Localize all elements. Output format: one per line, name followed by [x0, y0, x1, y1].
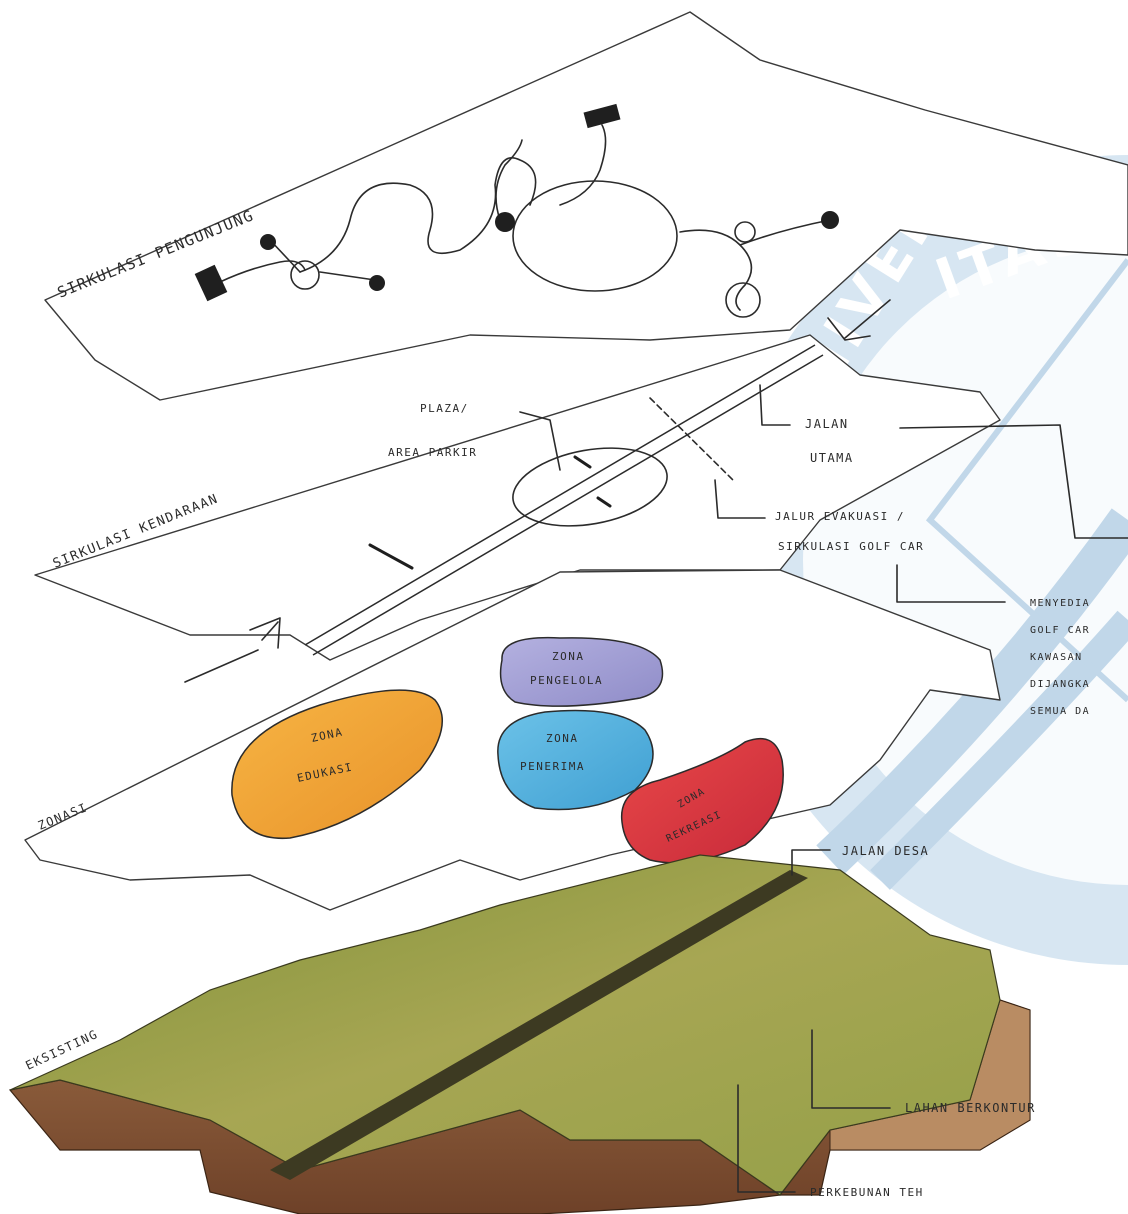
- label-lahan-berkontur: LAHAN BERKONTUR: [905, 1101, 1036, 1115]
- label-plaza-line1: PLAZA/: [420, 402, 469, 415]
- label-menyedia-line1: MENYEDIA: [1030, 598, 1090, 609]
- label-menyedia-line4: DIJANGKA: [1030, 679, 1090, 690]
- node-point: [369, 275, 385, 291]
- label-jalur-line1: JALUR EVAKUASI /: [775, 510, 905, 523]
- zona-pengelola-line2: PENGELOLA: [530, 674, 603, 687]
- label-menyedia-line5: SEMUA DA: [1030, 706, 1090, 717]
- node-point: [495, 212, 515, 232]
- zona-pengelola: [501, 638, 663, 706]
- layer-eksisting: EKSISTING JALAN DESA LAHAN BERKONTUR PER…: [10, 844, 1036, 1214]
- label-jalan-utama-line1: JALAN: [805, 417, 849, 431]
- zona-pengelola-line1: ZONA: [552, 650, 585, 663]
- node-point: [821, 211, 839, 229]
- node-point: [260, 234, 276, 250]
- label-menyedia-line3: KAWASAN: [1030, 652, 1083, 663]
- zona-penerima-line2: PENERIMA: [520, 760, 585, 773]
- label-menyedia-line2: GOLF CAR: [1030, 625, 1090, 636]
- label-plaza-line2: AREA PARKIR: [388, 446, 477, 459]
- zona-penerima-line1: ZONA: [546, 732, 579, 745]
- label-perkebunan-teh: PERKEBUNAN TEH: [810, 1186, 924, 1199]
- label-jalan-desa: JALAN DESA: [842, 844, 929, 858]
- entrance-arrow-icon: [185, 650, 258, 682]
- label-jalan-utama-line2: UTAMA: [810, 451, 854, 465]
- label-jalur-line2: SIRKULASI GOLF CAR: [778, 540, 924, 553]
